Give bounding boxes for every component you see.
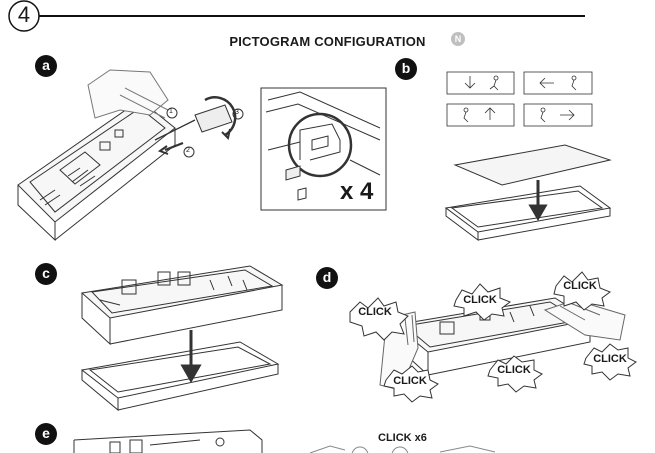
click-burst-4 (583, 343, 637, 381)
callout-2: 2 (186, 147, 190, 154)
callout-1-ring (166, 107, 178, 119)
panel-b-arrow (528, 180, 548, 221)
click-label-2: CLICK (463, 294, 497, 306)
panel-a-hand (87, 69, 169, 119)
quantity-x4: x 4 (340, 178, 374, 205)
step-c-label: c (35, 263, 57, 285)
panel-b-diffuser-sheet (453, 144, 612, 186)
click-label-5: CLICK (393, 375, 427, 387)
panel-c-housing (80, 265, 284, 346)
step-a-label: a (35, 55, 57, 77)
page-title: PICTOGRAM CONFIGURATION (229, 34, 426, 49)
click-label-3: CLICK (563, 280, 597, 292)
panel-e-housing (73, 429, 263, 453)
panel-a-screwdriver (154, 96, 237, 155)
click-burst-6 (487, 355, 543, 393)
panel-a-detail (260, 87, 387, 211)
click-label-4: CLICK (593, 353, 627, 365)
panel-b-pictogram-left (523, 71, 593, 95)
click-x6-caption: CLICK x6 (378, 432, 427, 444)
callout-3: 3 (235, 109, 239, 116)
n-badge-icon: N (451, 32, 465, 46)
panel-b-pictogram-right (523, 103, 593, 127)
callout-3-ring (232, 108, 244, 120)
click-label-1: CLICK (358, 306, 392, 318)
panel-a-housing (17, 99, 176, 242)
panel-b-pictogram-down-left (446, 71, 515, 95)
click-burst-5 (383, 365, 439, 403)
click-burst-2 (453, 283, 512, 321)
callout-1: 1 (169, 108, 173, 115)
panel-b-pictogram-up (446, 103, 515, 127)
panel-b-frame (444, 185, 612, 241)
click-burst-3 (553, 271, 612, 311)
click-label-6: CLICK (497, 364, 531, 376)
step-e-label: e (35, 423, 57, 445)
step-number: 4 (17, 2, 31, 27)
panel-c-frame (80, 341, 280, 412)
click-burst-1 (349, 297, 409, 341)
panel-e-right-art (309, 445, 496, 453)
step-d-label: d (316, 267, 338, 289)
callout-2-ring (183, 146, 195, 158)
step-b-label: b (395, 58, 417, 80)
